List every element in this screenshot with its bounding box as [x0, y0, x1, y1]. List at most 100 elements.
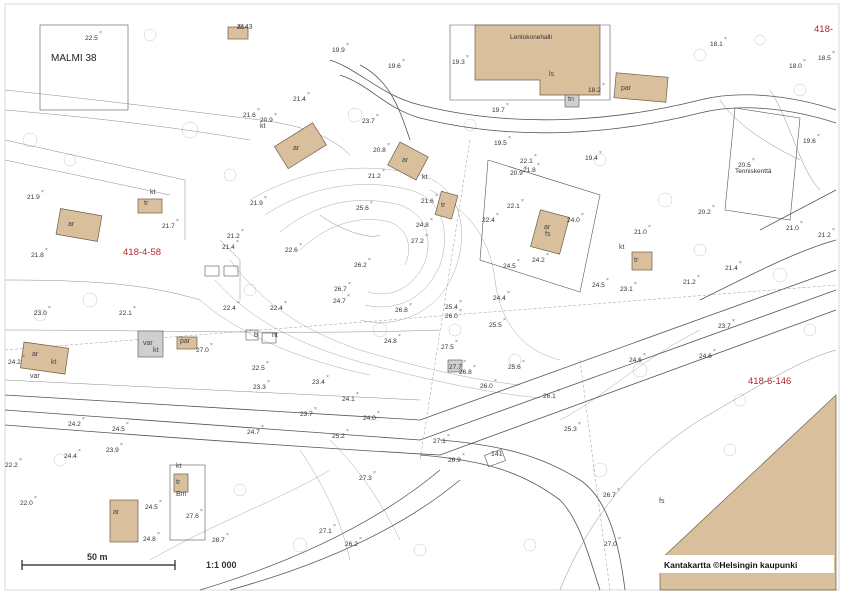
building-code: kt [51, 359, 57, 366]
elevation-point-icon: × [521, 198, 524, 204]
elevation-point-icon: × [459, 299, 462, 305]
elevation-point-icon: × [618, 536, 621, 542]
elevation-point-icon: × [534, 153, 537, 159]
elevation-point-icon: × [402, 58, 405, 64]
elevation-label: 24.5 [592, 282, 605, 289]
elevation-point-icon: × [732, 318, 735, 324]
elevation-point-icon: × [712, 204, 715, 210]
elevation-label: 18.5 [818, 55, 831, 62]
building-code: Bm [176, 491, 187, 498]
elevation-label: 27.1 [319, 528, 332, 535]
elevation-point-icon: × [314, 406, 317, 412]
elevation-label: 19.3 [452, 59, 465, 66]
elevation-point-icon: × [257, 107, 260, 113]
elevation-point-icon: × [803, 58, 806, 64]
elevation-label: 21.4 [293, 96, 306, 103]
building-code: nt [272, 332, 278, 339]
building-code: kt [619, 244, 625, 251]
elevation-point-icon: × [236, 239, 239, 245]
elevation-point-icon: × [22, 354, 25, 360]
building-code: kt [153, 347, 159, 354]
elevation-point-icon: × [648, 224, 651, 230]
building-code: ar [237, 24, 244, 31]
elevation-label: 24.4 [64, 453, 77, 460]
building-codes: ararararararartrtrtrtrktktktktktktktparp… [30, 24, 665, 516]
elevation-label: 22.1 [507, 203, 520, 210]
elevation-label: 23.7 [300, 411, 313, 418]
parcel-label: 418-4-58 [123, 247, 161, 258]
elevation-label: 28.7 [212, 537, 225, 544]
elevation-point-icon: × [176, 218, 179, 224]
elevation-point-icon: × [643, 352, 646, 358]
elevation-label: 26.8 [459, 369, 472, 376]
building-code: tr [634, 257, 639, 264]
elevation-label: 27.0 [604, 541, 617, 548]
elevation-label: 26.7 [334, 286, 347, 293]
elevation-label: 19.6 [803, 138, 816, 145]
elevation-point-icon: × [377, 410, 380, 416]
elevation-point-icon: × [494, 378, 497, 384]
elevation-point-icon: × [370, 200, 373, 206]
building-code: fs [659, 498, 665, 505]
elevation-point-icon: × [376, 113, 379, 119]
building-code: ar [544, 224, 551, 231]
elevation-label: 24.5 [145, 504, 158, 511]
elevation-label: 22.1 [520, 158, 533, 165]
elevation-label: 21.8 [523, 167, 536, 174]
building-code: 7143 [237, 24, 253, 31]
building-code: tn [568, 96, 574, 103]
elevation-label: 21.6 [421, 198, 434, 205]
elevation-label: 22.0 [20, 500, 33, 507]
elevation-label: 26.0 [480, 383, 493, 390]
elevation-point-icon: × [261, 424, 264, 430]
elevation-point-icon: × [524, 165, 527, 171]
elevation-label: 22.5 [252, 365, 265, 372]
building-code: kt [260, 123, 266, 130]
elevation-label: 27.1 [433, 438, 446, 445]
elevation-point-icon: × [200, 508, 203, 514]
elevation-label: 18.2 [588, 87, 601, 94]
building-code: var [30, 373, 40, 380]
elevation-label: 22.1 [119, 310, 132, 317]
parcel-label: 418- [814, 24, 833, 35]
elevation-point-icon: × [78, 448, 81, 454]
elevation-point-icon: × [634, 281, 637, 287]
elevation-label: 19.7 [492, 107, 505, 114]
elevation-point-icon: × [800, 220, 803, 226]
elevation-label: 25.4 [445, 304, 458, 311]
elevation-label: 24.8 [416, 222, 429, 229]
elevation-point-icon: × [356, 391, 359, 397]
building-code: ar [113, 509, 120, 516]
elevation-point-icon: × [463, 359, 466, 365]
elevation-label: 20.9 [260, 117, 273, 124]
elevation-point-icon: × [284, 300, 287, 306]
elevation-point-icon: × [241, 228, 244, 234]
elevation-label: 24.7 [333, 298, 346, 305]
elevation-label: 26.0 [445, 313, 458, 320]
elevation-label: 24.6 [699, 353, 712, 360]
elevation-point-icon: × [425, 233, 428, 239]
elevation-point-icon: × [447, 433, 450, 439]
elevation-label: 27.0 [196, 347, 209, 354]
building-code: kt [176, 463, 182, 470]
elevation-point-icon: × [368, 257, 371, 263]
elevation-label: 22.4 [270, 305, 283, 312]
elevation-label: 25.2 [332, 433, 345, 440]
elevation-point-icon: × [387, 142, 390, 148]
building-code: 141 [491, 451, 503, 458]
elevation-point-icon: × [34, 495, 37, 501]
parcel-label: 418-6-146 [748, 376, 791, 387]
elevation-label: 23.9 [106, 447, 119, 454]
elevation-point-icon: × [581, 212, 584, 218]
elevation-point-icon: × [506, 102, 509, 108]
elevation-point-icon: × [133, 305, 136, 311]
elevation-point-icon: × [120, 442, 123, 448]
elevation-point-icon: × [237, 300, 240, 306]
elevation-label: 27.6 [186, 513, 199, 520]
elevation-label: 21.9 [250, 200, 263, 207]
elevation-point-icon: × [210, 342, 213, 348]
elevation-point-icon: × [299, 242, 302, 248]
elevation-label: 21.7 [162, 223, 175, 230]
elevation-label: 21.2 [368, 173, 381, 180]
